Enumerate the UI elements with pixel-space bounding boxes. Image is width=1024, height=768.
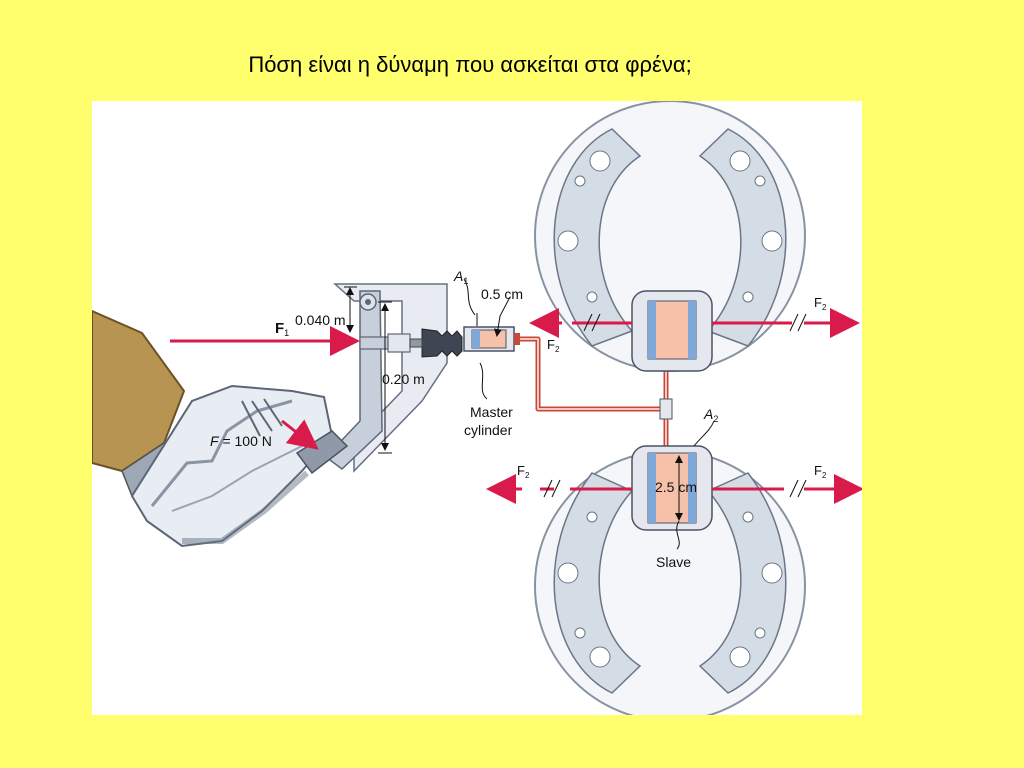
lower-brake-drum — [534, 445, 806, 722]
master-diameter-label: 0.5 cm — [481, 286, 523, 302]
force-f1-label: F1 — [275, 320, 289, 338]
lever-short-label: 0.040 m — [295, 312, 346, 328]
force-f2-label-upper-right: F2 — [814, 295, 827, 312]
area-a1-label: A1 — [453, 268, 468, 286]
brake-system-figure: 0.040 m 0.20 m F1 F = 100 N A1 0.5 cm Ma… — [91, 100, 864, 722]
force-f2-label-lower-right: F2 — [814, 463, 827, 480]
force-f2-label-upper-left: F2 — [547, 337, 560, 354]
force-f2-label-lower-left: F2 — [517, 463, 530, 480]
force-pedal-label: F = 100 N — [210, 433, 272, 449]
force-pedal-arrow — [281, 419, 319, 450]
lever-long-label: 0.20 m — [382, 371, 425, 387]
master-cylinder-label-line2: cylinder — [464, 422, 513, 438]
leg-illustration — [91, 309, 334, 548]
area-a2-label: A2 — [703, 406, 718, 424]
upper-brake-drum — [534, 100, 806, 372]
master-cylinder — [463, 326, 520, 352]
slave-label: Slave — [656, 554, 691, 570]
slave-diameter-label: 2.5 cm — [655, 479, 697, 495]
force-f2-arrows — [486, 308, 864, 504]
slide-title: Πόση είναι η δύναμη που ασκείται στα φρέ… — [248, 52, 692, 77]
master-cylinder-label-line1: Master — [470, 404, 513, 420]
